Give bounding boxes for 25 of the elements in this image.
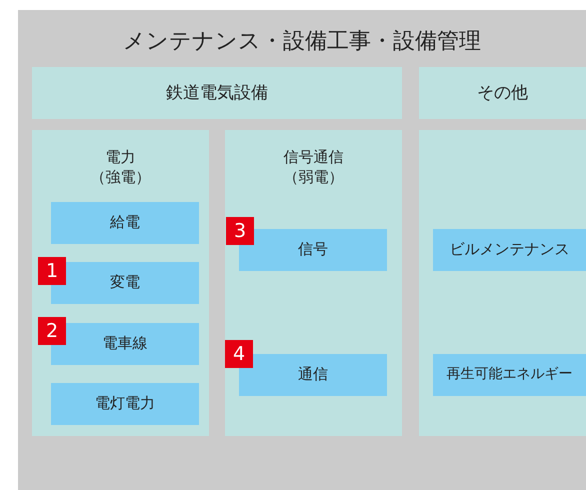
callout-number: 2 bbox=[38, 317, 66, 345]
item-label: 信号 bbox=[298, 240, 328, 258]
item-label: 電灯電力 bbox=[95, 394, 155, 412]
category-column bbox=[419, 130, 586, 436]
column-heading: 電力（強電） bbox=[90, 148, 150, 186]
column-heading: 信号通信（弱電） bbox=[284, 148, 344, 186]
panel-title: メンテナンス・設備工事・設備管理 bbox=[123, 29, 481, 54]
item-box bbox=[433, 354, 586, 396]
item-label: ビルメンテナンス bbox=[450, 240, 570, 258]
item-box bbox=[433, 229, 586, 271]
category-column bbox=[32, 130, 209, 436]
category-label: その他 bbox=[477, 83, 528, 103]
callout-number: 4 bbox=[225, 340, 253, 368]
item-box bbox=[51, 383, 199, 425]
category-label: 鉄道電気設備 bbox=[166, 83, 268, 103]
category-column bbox=[225, 130, 402, 436]
item-label: 通信 bbox=[298, 365, 328, 383]
item-label: 給電 bbox=[110, 213, 140, 231]
item-label: 変電 bbox=[110, 273, 140, 291]
item-label: 再生可能エネルギー bbox=[446, 366, 572, 382]
panel bbox=[18, 10, 586, 490]
item-label: 電車線 bbox=[102, 334, 148, 352]
callout-number: 3 bbox=[226, 217, 254, 245]
callout-number: 1 bbox=[38, 257, 66, 285]
item-box bbox=[51, 202, 199, 244]
